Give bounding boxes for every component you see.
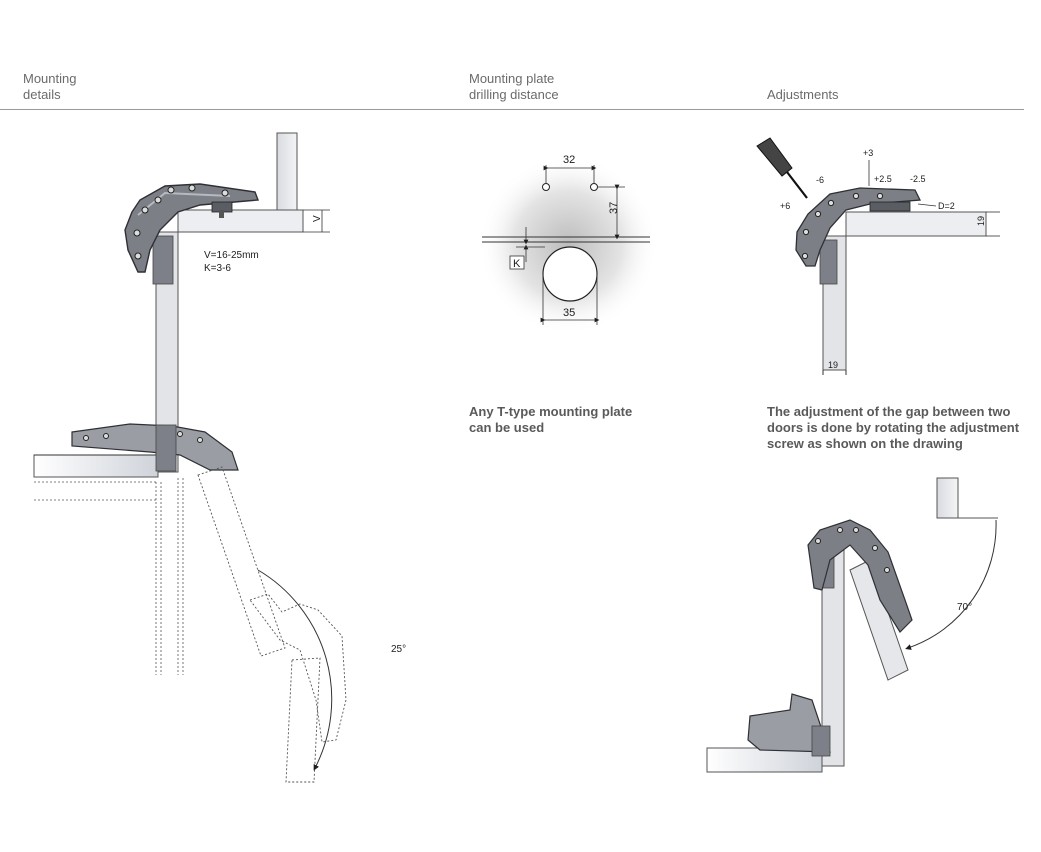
opening-arc-25 [257, 569, 333, 771]
cup-hole [542, 246, 598, 302]
adj-minus25: -2.5 [910, 174, 926, 184]
angle-70-label: 70° [957, 602, 972, 613]
dim-19-bottom-label: 19 [828, 360, 838, 370]
adj-d2: D=2 [938, 201, 955, 211]
dim-32-label: 32 [563, 154, 575, 166]
adj-plus25: +2.5 [874, 174, 892, 184]
mounting-plate-heading: Mounting plate drilling distance [469, 71, 559, 102]
angle-25-label: 25° [391, 644, 406, 655]
adjustment-drawing: 19 19 +3 +2.5 -2.5 -6 +6 D=2 [756, 137, 1000, 375]
drilling-drawing: 32 37 35 K [478, 154, 658, 335]
mounting-details-heading: Mounting details [23, 71, 77, 102]
side-panel-top [276, 132, 298, 211]
spec-k: K=3-6 [204, 263, 231, 274]
hinge-closed [124, 183, 259, 273]
dim-k-label: K [513, 258, 521, 270]
opening-arc-70 [905, 519, 997, 650]
adj-plus6: +6 [780, 201, 790, 211]
lower-shelf [33, 454, 159, 478]
spec-v: V=16-25mm [204, 250, 259, 261]
v-dimension-label: V [312, 215, 323, 222]
dim-37-label: 37 [608, 202, 620, 214]
opening-70-drawing: 70° [706, 477, 998, 773]
screw-hole-left [542, 183, 550, 191]
mounting-detail-drawing: V V=16-25mm K=3-6 [33, 132, 406, 783]
door-panel [155, 231, 179, 473]
adj-minus6: -6 [816, 175, 824, 185]
adjustment-note: The adjustment of the gap between two do… [767, 404, 1020, 451]
dim-35-label: 35 [563, 307, 575, 319]
adj-plus3: +3 [863, 148, 873, 158]
header-divider [0, 109, 1024, 110]
dim-19-top-label: 19 [976, 216, 986, 226]
top-panel [177, 209, 304, 233]
adjustments-heading: Adjustments [767, 87, 839, 102]
mounting-plate-note: Any T-type mounting plate can be used [469, 404, 633, 435]
screw-hole-right [590, 183, 598, 191]
hinge-adjust [795, 187, 922, 267]
screwdriver-icon [756, 137, 808, 199]
